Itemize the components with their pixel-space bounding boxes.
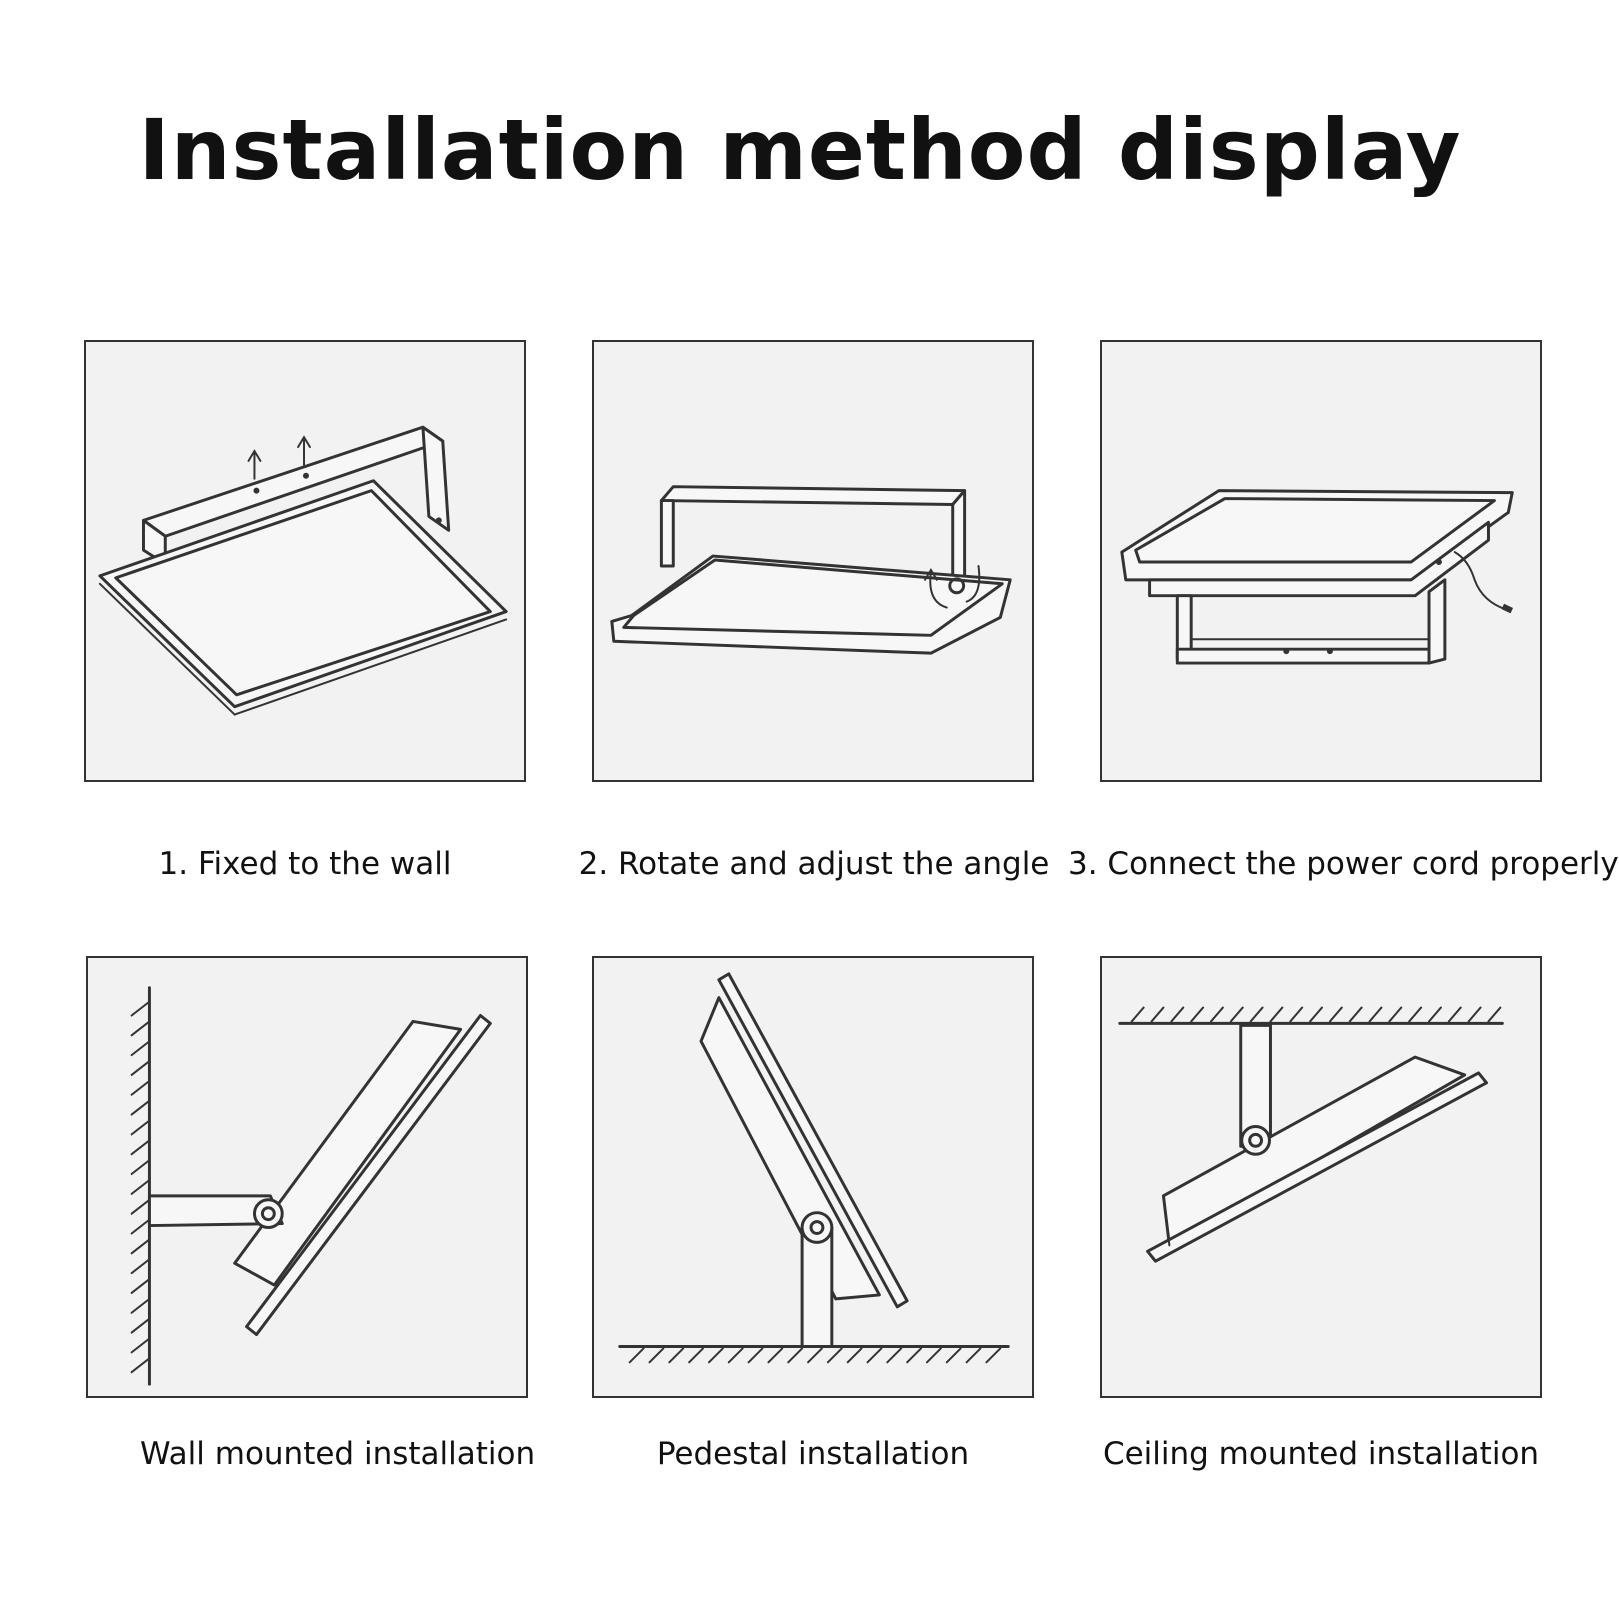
ground-hatching [628,1347,1002,1364]
step-3-caption: 3. Connect the power cord properly [1068,846,1619,882]
ceiling-mounted-illustration [1118,1006,1504,1263]
pivot-knob-icon [252,1198,284,1230]
wall-mounted-illustration [130,986,492,1386]
step-2-caption: 2. Rotate and adjust the angle [578,846,1050,882]
method-1-caption: Wall mounted installation [140,1436,536,1472]
panel-rotate-adjust [592,340,1034,782]
pivot-knob-icon [800,1211,834,1244]
floodlight-rotate-illustration [610,485,1012,655]
panel-connect-power-cord [1100,340,1542,782]
panel-fixed-to-wall [84,340,526,782]
step-1-caption: 1. Fixed to the wall [158,846,452,882]
pivot-knob-icon [948,577,966,595]
floodlight-power-cord-illustration [1120,489,1514,665]
power-cord-icon [1453,551,1508,611]
pedestal-illustration [618,972,1010,1364]
ceiling-hatching [1130,1006,1502,1023]
panel-ceiling-mounted [1100,956,1542,1398]
floodlight-bracket-fix-illustration [98,425,508,716]
wall-hatching [130,1000,151,1374]
method-3-caption: Ceiling mounted installation [1102,1436,1540,1472]
pivot-knob-icon [1240,1124,1271,1156]
page-title: Installation method display [138,101,1462,199]
panel-wall-mounted [86,956,528,1398]
method-2-caption: Pedestal installation [656,1436,970,1472]
panel-pedestal [592,956,1034,1398]
